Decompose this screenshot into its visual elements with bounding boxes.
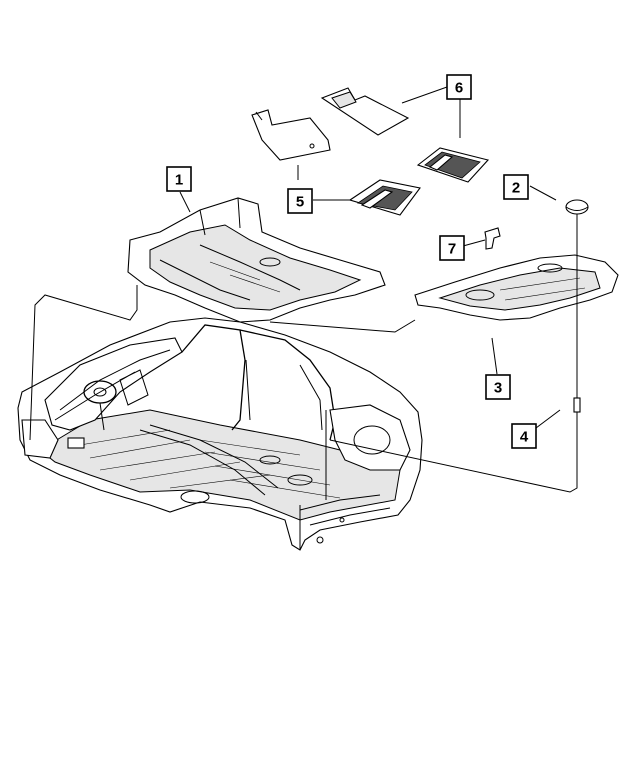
callout-3-label: 3 xyxy=(494,380,502,397)
callout-1: 1 xyxy=(166,166,192,192)
callout-7-label: 7 xyxy=(448,241,456,258)
plug-part-2 xyxy=(565,199,589,215)
callout-5-label: 5 xyxy=(296,194,304,211)
callout-4: 4 xyxy=(511,423,537,449)
callout-6-label: 6 xyxy=(455,80,463,97)
callout-4-label: 4 xyxy=(520,429,529,446)
callout-3: 3 xyxy=(485,374,511,400)
callout-5: 5 xyxy=(287,188,313,214)
callout-7: 7 xyxy=(439,235,465,261)
front-carpet-part-1 xyxy=(127,197,386,323)
vehicle-floor-pan xyxy=(17,317,423,551)
rear-carpet-part-3 xyxy=(414,254,619,321)
floor-mats-part-6 xyxy=(320,87,490,183)
callout-2-label: 2 xyxy=(512,180,520,197)
fastener-part-7 xyxy=(484,227,501,250)
floor-mats-part-5 xyxy=(251,109,421,216)
callout-6: 6 xyxy=(446,74,472,100)
callout-2: 2 xyxy=(503,174,529,200)
leader-lines xyxy=(29,86,578,500)
callout-1-label: 1 xyxy=(175,172,183,189)
pin-part-4 xyxy=(573,397,581,413)
